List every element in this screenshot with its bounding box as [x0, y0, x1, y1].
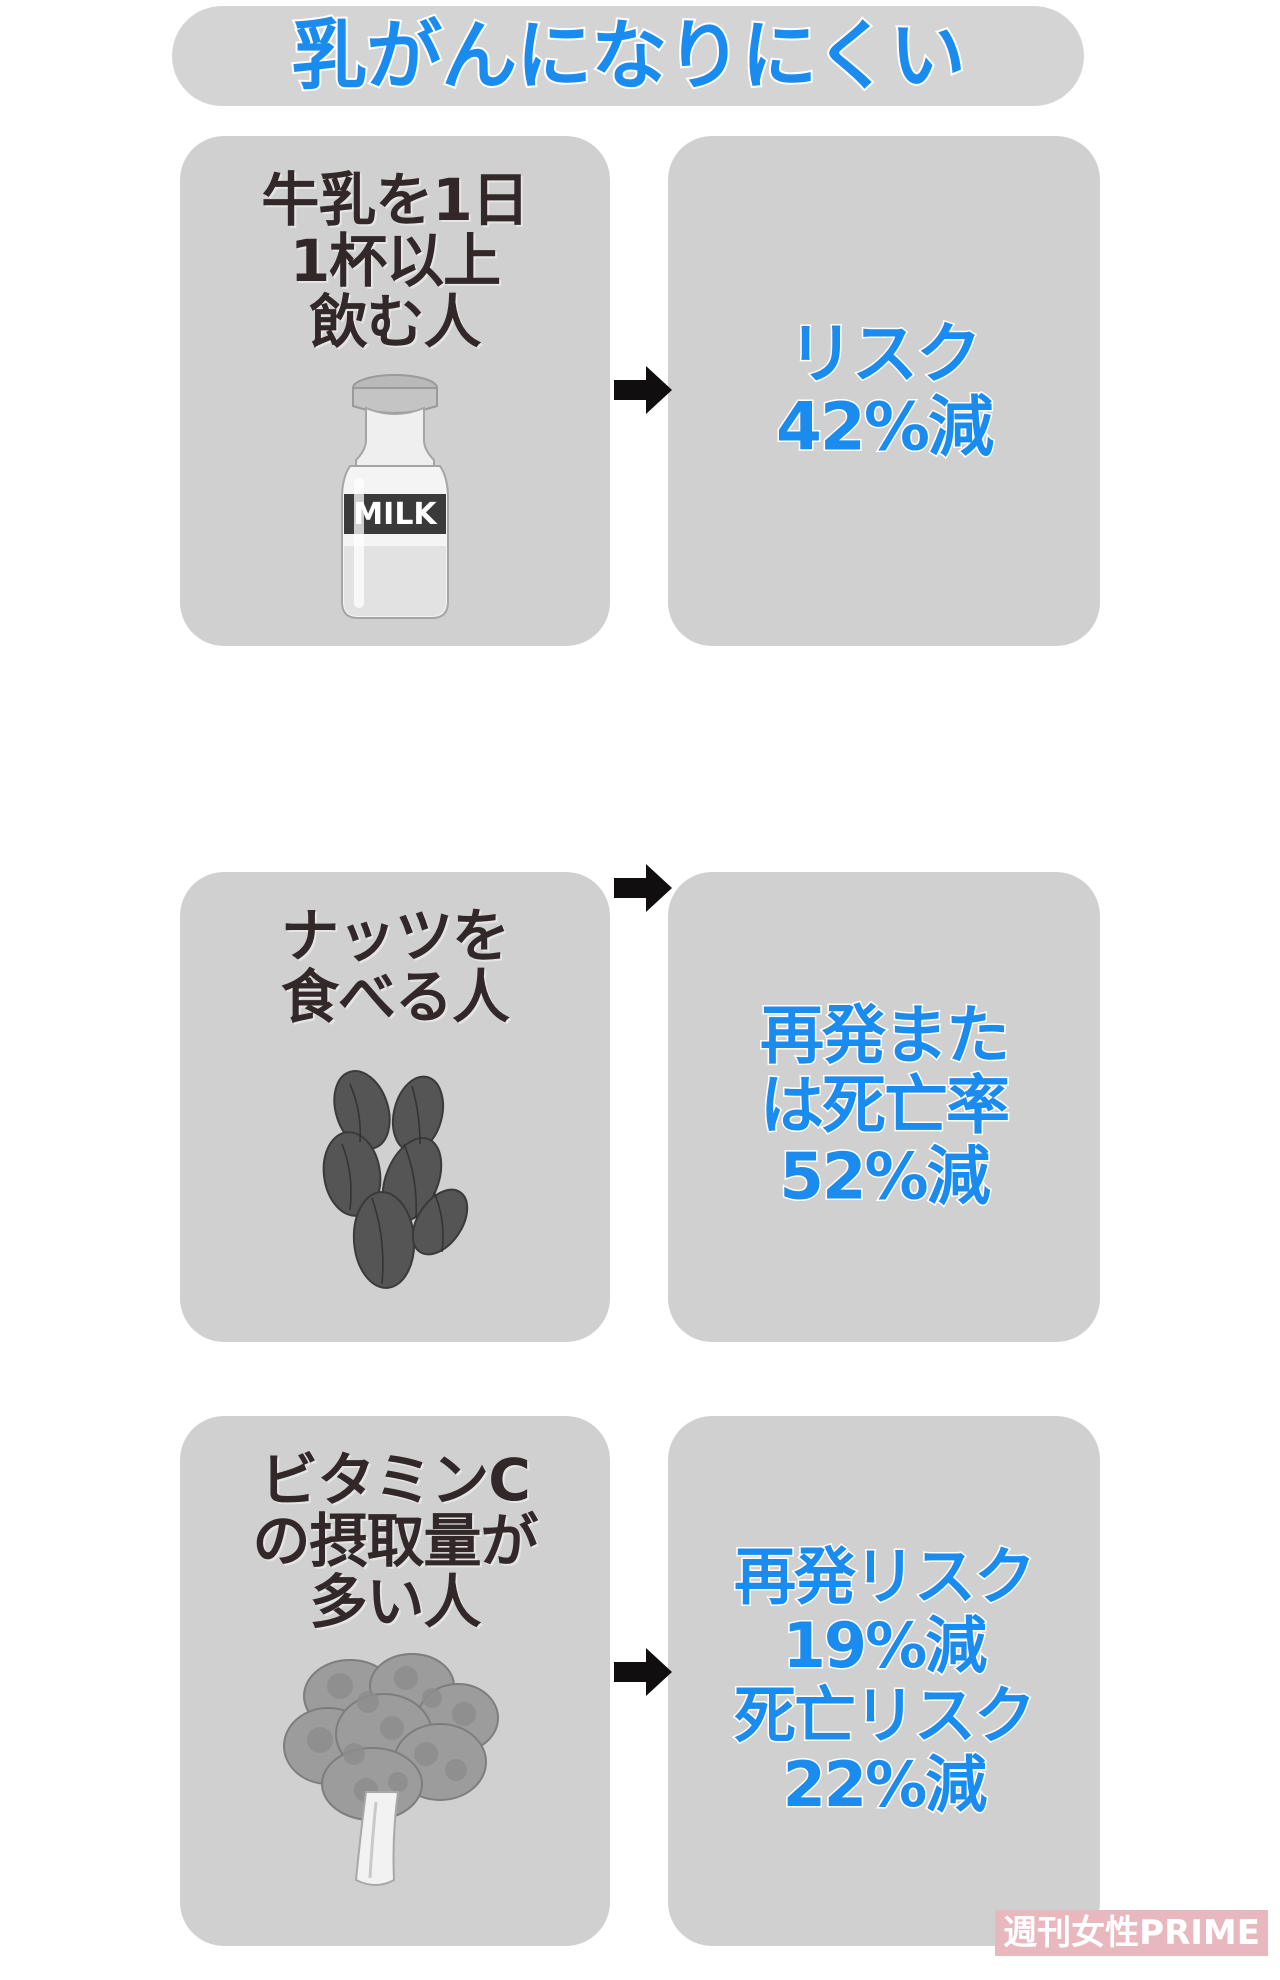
cause-label-vitaminc: ビタミンC の摂取量が 多い人 — [252, 1446, 538, 1636]
cause-label-nuts: ナッツを 食べる人 — [280, 902, 510, 1031]
arrow-milk — [612, 364, 674, 416]
almond-nuts-icon — [300, 1062, 490, 1306]
title-banner: 乳がんになりにくい — [172, 6, 1084, 106]
page-title: 乳がんになりにくい — [289, 11, 967, 100]
arrow-nuts — [612, 862, 674, 914]
cause-card-milk: 牛乳を1日 1杯以上 飲む人 MILK — [180, 136, 610, 646]
cause-card-nuts: ナッツを 食べる人 — [180, 872, 610, 1342]
effect-label-nuts: 再発また は死亡率 52%減 — [759, 999, 1012, 1215]
cause-card-vitaminc: ビタミンC の摂取量が 多い人 — [180, 1416, 610, 1946]
effect-label-vitaminc: 再発リスク 19%減 死亡リスク 22%減 — [732, 1540, 1037, 1822]
cause-label-milk: 牛乳を1日 1杯以上 飲む人 — [261, 166, 529, 356]
milk-bottle-icon: MILK — [320, 366, 470, 630]
watermark-badge: 週刊女性PRIME — [995, 1910, 1268, 1956]
effect-label-milk: リスク 42%減 — [775, 315, 996, 465]
effect-card-vitaminc: 再発リスク 19%減 死亡リスク 22%減 — [668, 1416, 1100, 1946]
watermark-text: 週刊女性PRIME — [1003, 1913, 1260, 1953]
arrow-vitaminc — [612, 1646, 674, 1698]
effect-card-milk: リスク 42%減 — [668, 136, 1100, 646]
broccoli-icon — [280, 1642, 510, 1896]
effect-card-nuts: 再発また は死亡率 52%減 — [668, 872, 1100, 1342]
milk-label-text: MILK — [353, 497, 438, 532]
